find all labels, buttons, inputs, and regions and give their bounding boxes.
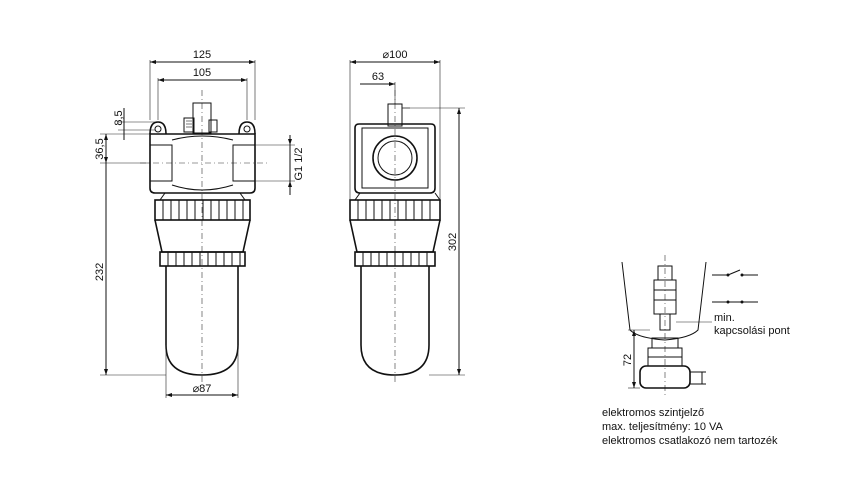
front-view: 125 105 8,5 36,5 232 G1 1/2 ⌀87 [94, 49, 305, 398]
note-electric-level: elektromos szintjelző [602, 407, 704, 419]
label-min: min. [714, 312, 735, 324]
note-connector: elektromos csatlakozó nem tartozék [602, 435, 778, 447]
dim-thread: G1 1/2 [293, 147, 305, 180]
side-lower-collar-ribs [362, 252, 428, 266]
dim-top-offset: 8,5 [113, 110, 125, 125]
side-view: ⌀100 63 302 [349, 49, 465, 385]
dim-diameter-bowl: ⌀87 [193, 383, 212, 395]
side-upper-collar-ribs [357, 200, 431, 220]
upper-collar-ribs [162, 200, 244, 220]
dim-width-overall: 125 [193, 49, 211, 61]
dim-width-ports: 105 [193, 67, 211, 79]
note-max-power: max. teljesítmény: 10 VA [602, 421, 724, 433]
dim-min-height: 72 [622, 354, 634, 366]
level-switch-detail: 72 min. kapcsolási pont elektromos szint… [602, 255, 790, 447]
dim-height-total: 302 [447, 233, 459, 251]
dim-diameter-side: ⌀100 [383, 49, 408, 61]
dim-port-height: 36,5 [94, 138, 106, 159]
dim-offset-side: 63 [372, 71, 384, 83]
label-switching-point: kapcsolási pont [714, 325, 790, 337]
dim-height-bowl: 232 [94, 263, 106, 281]
lower-collar-ribs [167, 252, 241, 266]
